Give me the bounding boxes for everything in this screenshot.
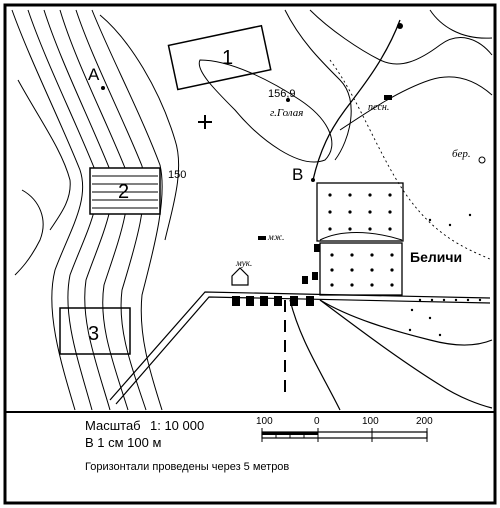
- garden-dots: [328, 193, 394, 287]
- garden-contour: [319, 232, 403, 241]
- elevation-label: 156,9: [268, 88, 296, 100]
- area-1-label: 1: [222, 47, 233, 69]
- contour-interval-note: Горизонтали проведены через 5 метров: [85, 461, 289, 473]
- road-north: [312, 19, 401, 181]
- boundary-dots: [408, 213, 482, 337]
- scale-tick-3: 100: [362, 416, 379, 427]
- bank-marker: [478, 156, 486, 164]
- cross-marker: [198, 115, 212, 129]
- main-road: [109, 291, 491, 405]
- scale-label: Масштаб: [85, 418, 141, 433]
- contour-150-label: 150: [168, 169, 186, 181]
- mill-icon: [231, 267, 249, 286]
- area-3-label: 3: [88, 323, 99, 345]
- tower-marker: [397, 23, 403, 29]
- contour-lines: [11, 9, 493, 411]
- scale-note: В 1 см 100 м: [85, 435, 161, 450]
- scale-tick-4: 200: [416, 416, 433, 427]
- area-1-box: [167, 24, 272, 91]
- barn-icon: [258, 236, 266, 240]
- sand-label: пеcн.: [368, 102, 389, 113]
- barn-label: мж.: [267, 232, 284, 242]
- area-2-hatch: [92, 175, 158, 209]
- point-a-marker: [101, 86, 105, 90]
- area-3-box: [59, 307, 131, 355]
- bank-label: бер.: [452, 148, 471, 160]
- point-a-label: A: [88, 65, 100, 84]
- village-label: Беличи: [410, 249, 462, 265]
- map-frame: [3, 3, 497, 505]
- mill-label: мук.: [235, 258, 252, 268]
- point-b-label: B: [292, 165, 303, 184]
- village-houses: [232, 244, 320, 306]
- secondary-roads: [289, 299, 493, 411]
- scale-ratio: 1: 10 000: [150, 418, 204, 433]
- stream: [329, 59, 493, 261]
- hilltop-contour: [198, 59, 333, 163]
- garden-north: [316, 182, 404, 242]
- scale-bar: [261, 428, 428, 442]
- scale-tick-1: 100: [256, 416, 273, 427]
- area-2-label: 2: [118, 181, 129, 203]
- sand-icon: [384, 95, 392, 100]
- hill-name-label: г.Голая: [270, 107, 303, 119]
- elevation-point: [286, 98, 290, 102]
- scale-tick-2: 0: [314, 416, 320, 427]
